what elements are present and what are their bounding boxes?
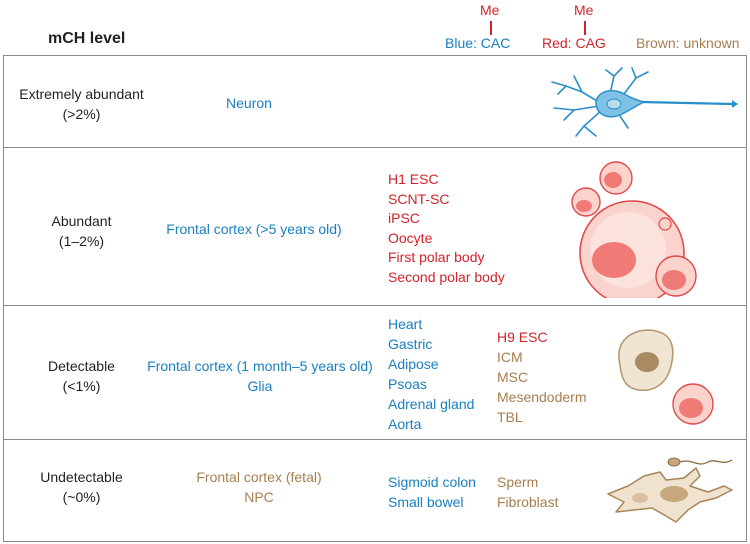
- list-item: H9 ESC: [497, 329, 548, 345]
- list-item: TBL: [497, 409, 523, 425]
- col2-list: H1 ESC SCNT-SC iPSC Oocyte First polar b…: [388, 170, 505, 287]
- list-item: Sigmoid colon: [388, 474, 476, 490]
- list-item: iPSC: [388, 210, 420, 226]
- key-blue-cac: Blue: CAC: [445, 35, 511, 51]
- me-label-cac: Me: [480, 2, 500, 18]
- level-range: (>2%): [62, 106, 101, 122]
- col3-list: Sperm Fibroblast: [497, 472, 558, 512]
- methyl-bond-cac: [490, 21, 492, 35]
- level-range: (~0%): [62, 489, 101, 505]
- list-item: Second polar body: [388, 268, 505, 285]
- col1-list: Frontal cortex (>5 years old): [154, 219, 354, 239]
- list-item: SCNT-SC: [388, 190, 450, 207]
- list-item: Adipose: [388, 356, 439, 372]
- level-name: Undetectable: [40, 469, 123, 485]
- sperm-fibroblast-icon: [607, 457, 733, 523]
- list-item: Psoas: [388, 376, 427, 392]
- col1-list: Neuron: [159, 93, 339, 113]
- row-abundant: Abundant (1–2%) Frontal cortex (>5 years…: [4, 148, 746, 306]
- level-cell: Extremely abundant (>2%): [4, 84, 159, 124]
- list-item: Frontal cortex (1 month–5 years old): [147, 358, 373, 374]
- list-item: Glia: [247, 378, 273, 394]
- col2-list: Heart Gastric Adipose Psoas Adrenal glan…: [388, 314, 474, 434]
- list-item: Oocyte: [388, 229, 433, 246]
- list-item: NPC: [244, 489, 274, 505]
- col1-list: Frontal cortex (fetal) NPC: [164, 467, 354, 507]
- row-undetectable: Undetectable (~0%) Frontal cortex (fetal…: [4, 440, 746, 540]
- neuron-icon: [551, 67, 738, 137]
- col1-list: Frontal cortex (1 month–5 years old) Gli…: [130, 356, 390, 396]
- level-cell: Abundant (1–2%): [4, 211, 159, 251]
- list-item: First polar body: [388, 249, 485, 265]
- col3-list: H9 ESC ICM MSC Mesendoderm TBL: [497, 327, 587, 427]
- mch-level-heading: mCH level: [48, 30, 126, 47]
- list-item: Neuron: [226, 95, 272, 111]
- list-item: Fibroblast: [497, 494, 559, 510]
- col2-list: Sigmoid colon Small bowel: [388, 472, 476, 512]
- level-name: Abundant: [51, 213, 112, 229]
- level-range: (1–2%): [58, 233, 105, 249]
- list-item: ICM: [497, 349, 523, 365]
- key-brown-unknown: Brown: unknown: [636, 35, 740, 51]
- list-item: MSC: [497, 369, 529, 385]
- list-item: Heart: [388, 316, 423, 332]
- list-item: Mesendoderm: [497, 389, 587, 405]
- list-item: Frontal cortex (fetal): [196, 469, 322, 485]
- list-item: Gastric: [388, 336, 433, 352]
- level-cell: Detectable (<1%): [4, 356, 159, 396]
- level-name: Detectable: [48, 358, 115, 374]
- row-detectable: Detectable (<1%) Frontal cortex (1 month…: [4, 306, 746, 440]
- me-label-cag: Me: [574, 2, 594, 18]
- level-range: (<1%): [62, 378, 101, 394]
- methyl-bond-cag: [584, 21, 586, 35]
- stem-cells-oocyte-icon: [571, 161, 697, 298]
- level-name: Extremely abundant: [19, 86, 144, 102]
- list-item: Small bowel: [388, 494, 464, 510]
- list-item: H1 ESC: [388, 171, 439, 187]
- level-cell: Undetectable (~0%): [4, 467, 159, 507]
- list-item: Frontal cortex (>5 years old): [166, 221, 342, 237]
- row-extremely-abundant: Extremely abundant (>2%) Neuron: [4, 56, 746, 148]
- key-red-cag: Red: CAG: [542, 35, 606, 51]
- list-item: Aorta: [388, 416, 422, 432]
- list-item: Sperm: [497, 474, 539, 490]
- list-item: Adrenal gland: [388, 396, 475, 412]
- cells-icon: [618, 329, 714, 425]
- mch-level-table: Extremely abundant (>2%) Neuron: [3, 55, 747, 542]
